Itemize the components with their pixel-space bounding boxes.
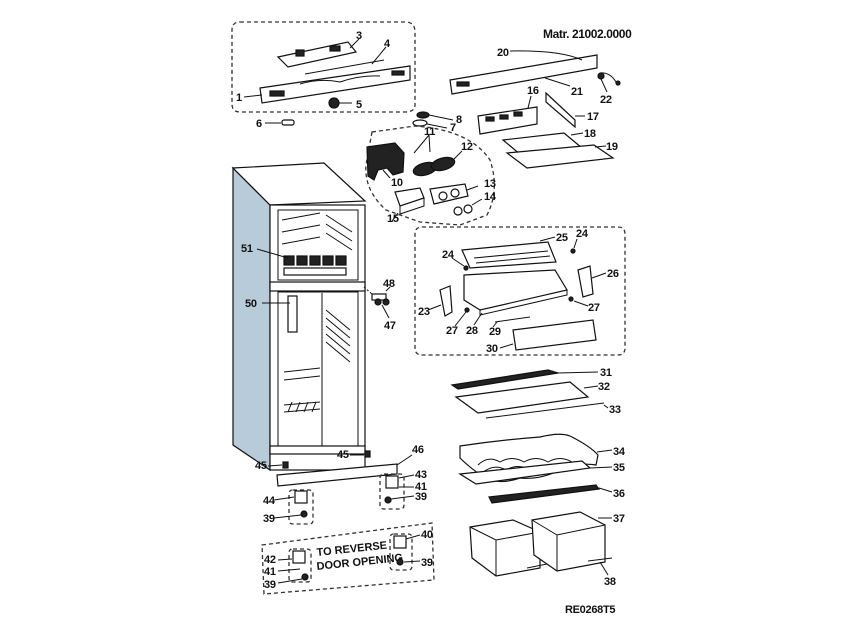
ice-bin (394, 187, 425, 207)
label-27-left: 27 (446, 325, 458, 337)
label-40: 40 (421, 529, 433, 541)
label-21: 21 (571, 86, 583, 98)
label-8: 8 (456, 114, 462, 126)
freezer-shelf-frame (505, 144, 615, 169)
label-22: 22 (600, 94, 612, 106)
label-6: 6 (256, 118, 262, 130)
control-board (276, 41, 358, 68)
ice-dispenser (429, 183, 469, 205)
bottom-hinge-group: 46 45 45 44 39 43 41 39 (255, 444, 427, 525)
label-5: 5 (356, 99, 362, 111)
label-36: 36 (613, 488, 625, 500)
crisper-front-strip (512, 319, 597, 351)
shelf-trim-front (488, 484, 601, 504)
crisper-cover-group: 25 23 26 24 24 27 27 28 29 30 (414, 226, 626, 356)
label-18: 18 (584, 128, 596, 140)
label-44: 44 (263, 495, 276, 507)
ice-parts-group: 11 12 10 13 14 15 (365, 125, 497, 226)
label-20: 20 (497, 47, 509, 59)
label-31: 31 (600, 367, 612, 379)
material-number: Matr. 21002.0000 (543, 27, 632, 41)
drain-channel (287, 295, 298, 333)
bottle-rack-group: 34 35 36 (458, 433, 626, 504)
crisper-drawer-right (531, 511, 606, 572)
label-51: 51 (241, 243, 253, 255)
label-11: 11 (424, 126, 435, 138)
label-45-right: 45 (337, 449, 349, 461)
label-16: 16 (527, 85, 539, 97)
label-25: 25 (556, 232, 568, 244)
label-23: 23 (418, 306, 430, 318)
ice-tray-row (283, 255, 347, 276)
label-28: 28 (466, 325, 478, 337)
label-24-left: 24 (442, 249, 455, 261)
label-19: 19 (606, 141, 618, 153)
label-15: 15 (387, 213, 399, 225)
label-1: 1 (236, 92, 242, 104)
label-34: 34 (613, 446, 626, 458)
label-39-c: 39 (264, 579, 276, 591)
drawing-code: RE0268T5 (565, 604, 615, 616)
label-39-b: 39 (415, 491, 427, 503)
label-12: 12 (461, 141, 473, 153)
label-43: 43 (415, 469, 427, 481)
label-10: 10 (391, 177, 403, 189)
label-45-left: 45 (255, 460, 267, 472)
label-27-right: 27 (588, 302, 600, 314)
side-bracket-left (439, 285, 453, 317)
top-bar (449, 54, 598, 95)
label-33: 33 (609, 404, 621, 416)
label-4: 4 (384, 38, 391, 50)
side-bracket-right (577, 265, 594, 298)
crisper-drawers-group: 37 38 (469, 511, 625, 588)
label-30: 30 (486, 343, 498, 355)
label-24-right: 24 (576, 228, 589, 240)
label-42: 42 (264, 554, 276, 566)
label-38: 38 (604, 576, 616, 588)
label-41-b: 41 (264, 566, 276, 578)
part-6: 6 (256, 118, 295, 130)
label-17: 17 (587, 111, 599, 123)
label-46: 46 (412, 444, 424, 456)
label-26: 26 (607, 268, 619, 280)
label-29: 29 (489, 326, 501, 338)
glass-shelf (454, 381, 590, 414)
label-47: 47 (384, 320, 396, 332)
label-7: 7 (450, 122, 456, 134)
label-41-a: 41 (415, 481, 427, 493)
parts-7-8: 8 7 (412, 111, 462, 134)
reverse-door-box: 42 41 39 TO REVERSE DOOR OPENING 40 39 (261, 522, 435, 595)
label-37: 37 (613, 513, 625, 525)
fridge-cabinet: 51 50 (231, 162, 367, 472)
label-39-a: 39 (263, 513, 275, 525)
knob (328, 97, 340, 109)
label-48: 48 (383, 278, 395, 290)
label-14: 14 (484, 191, 497, 203)
ice-tray-right (430, 156, 456, 172)
flap-panel (545, 91, 576, 129)
control-panel-group: 3 4 1 5 (231, 21, 416, 113)
label-13: 13 (484, 178, 496, 190)
label-35: 35 (613, 462, 625, 474)
label-3: 3 (356, 30, 362, 42)
label-39-d: 39 (421, 557, 433, 569)
label-32: 32 (598, 381, 610, 393)
base-plinth (276, 463, 398, 487)
cabinet-side-panel (232, 166, 271, 472)
crisper-frame (463, 269, 568, 311)
crisper-drawer-left (469, 519, 541, 577)
middle-hinge: 48 47 (363, 278, 396, 332)
ice-cover (366, 142, 405, 181)
control-panel-bar (259, 65, 411, 104)
label-50: 50 (245, 298, 257, 310)
cabinet-front (269, 204, 366, 471)
glass-shelf-group: 31 32 33 (450, 367, 621, 419)
freezer-top-parts: 20 21 22 16 17 18 19 (449, 47, 621, 169)
